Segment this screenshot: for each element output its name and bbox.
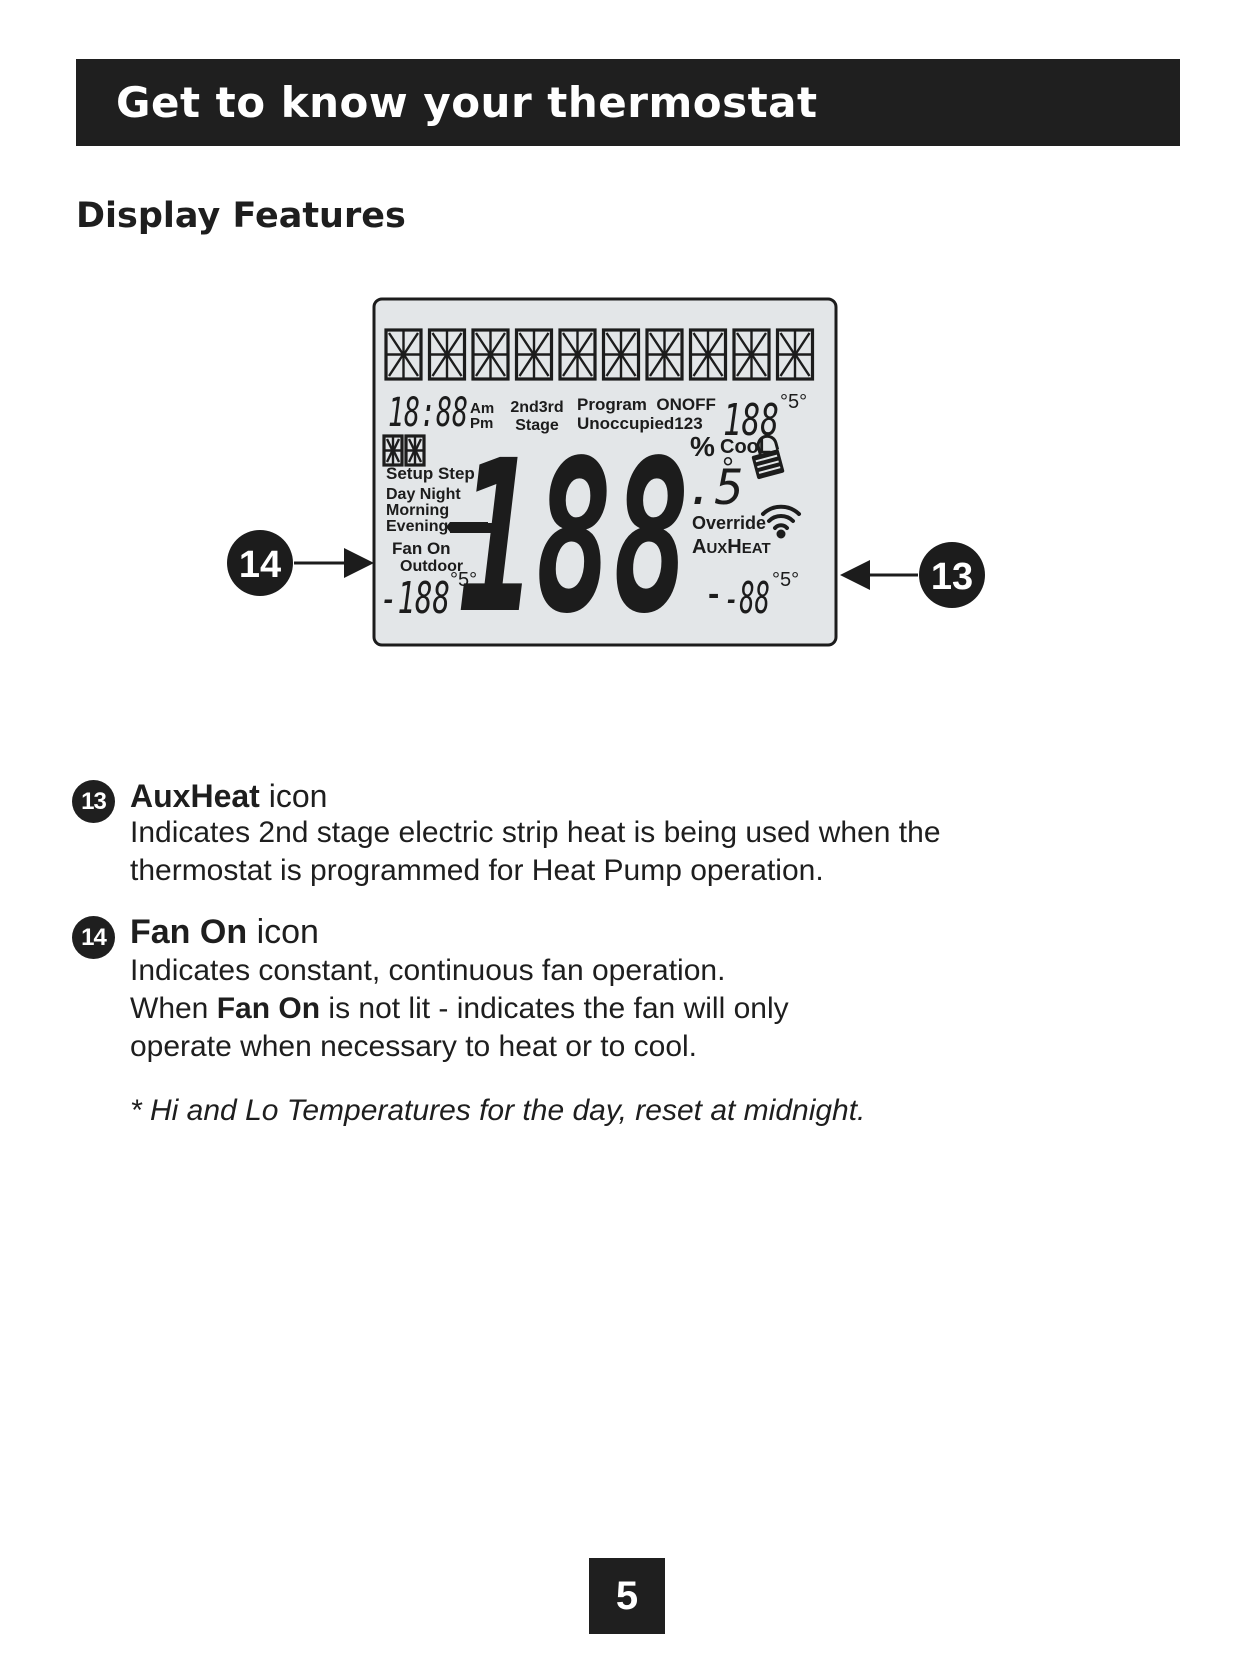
main-temp-minus [450, 523, 494, 533]
unoccupied-label: Unoccupied123 [577, 414, 703, 433]
footnote: * Hi and Lo Temperatures for the day, re… [130, 1094, 866, 1127]
low-temp-digits: -88 [724, 573, 770, 624]
item-heading: Fan On icon [130, 910, 319, 954]
segment-character [404, 434, 426, 467]
segment-character [601, 328, 641, 381]
item-description-line: When Fan On is not lit - indicates the f… [130, 992, 789, 1025]
page-title: Get to know your thermostat [116, 78, 818, 127]
item-number-badge: 13 [72, 780, 115, 823]
override-label: Override [692, 513, 766, 533]
main-temp-decimal: .5 [686, 460, 744, 516]
segment-character-row [384, 328, 815, 381]
segment-character [645, 328, 684, 381]
callout-14-label: 14 [239, 544, 281, 586]
item-description-line: thermostat is programmed for Heat Pump o… [130, 854, 824, 887]
segment-character [382, 434, 404, 467]
main-temp-degree: ° [722, 452, 734, 485]
percent-label: % [690, 431, 715, 462]
am-label: Am [470, 400, 494, 417]
fan-on-label: Fan On [392, 539, 451, 558]
low-temp-minus: - [708, 575, 719, 613]
callout-13: 13 [840, 542, 985, 608]
segment-character [688, 328, 728, 381]
top-right-unit: °5° [780, 391, 807, 413]
callout-13-label: 13 [931, 556, 973, 598]
segment-character [427, 328, 467, 381]
item-suffix: icon [256, 913, 319, 951]
item-description-line: Indicates 2nd stage electric strip heat … [130, 816, 941, 849]
segment-character [732, 328, 771, 381]
callout-14: 14 [227, 530, 374, 596]
item-description-line: Indicates constant, continuous fan opera… [130, 954, 726, 987]
segment-character [471, 328, 510, 381]
thermostat-display-diagram: 14 13 18:88 Am Pm 2nd3rd Stage Program O… [227, 297, 985, 650]
main-temp-digits: 188 [458, 415, 690, 650]
segment-step-digits [382, 434, 426, 467]
item-name: Fan On [130, 913, 248, 951]
segment-character [514, 328, 554, 381]
segment-character [558, 328, 597, 381]
segment-character [384, 328, 423, 381]
low-temp-unit: °5° [772, 569, 799, 591]
stage-number-label: 2nd3rd [510, 399, 563, 416]
outdoor-temp-digits: -188 [380, 573, 450, 624]
evening-label: Evening [386, 518, 448, 535]
outdoor-temp-unit: °5° [450, 569, 477, 591]
outdoor-label: Outdoor [400, 558, 463, 575]
setup-step-label: Setup Step [386, 464, 475, 483]
lock-icon [751, 434, 785, 480]
clock-digits: 18:88 [388, 390, 468, 436]
morning-label: Morning [386, 502, 449, 519]
segment-character [775, 328, 815, 381]
auxheat-label: AUXHEAT [692, 536, 771, 558]
stage-label: Stage [515, 417, 559, 434]
item-name: AuxHeat [130, 778, 260, 814]
section-title: Display Features [76, 196, 406, 236]
item-heading: AuxHeat icon [130, 774, 327, 818]
page-number: 5 [589, 1558, 665, 1634]
item-suffix: icon [268, 778, 328, 814]
day-night-label: Day Night [386, 486, 461, 503]
item-description-line: operate when necessary to heat or to coo… [130, 1030, 698, 1063]
item-number-badge: 14 [72, 916, 115, 959]
pm-label: Pm [470, 415, 493, 432]
wifi-icon [761, 504, 801, 539]
program-onoff-label: Program ONOFF [577, 395, 716, 414]
lcd-panel: 18:88 Am Pm 2nd3rd Stage Program ONOFF U… [372, 297, 838, 650]
header-bar: Get to know your thermostat [76, 59, 1180, 146]
